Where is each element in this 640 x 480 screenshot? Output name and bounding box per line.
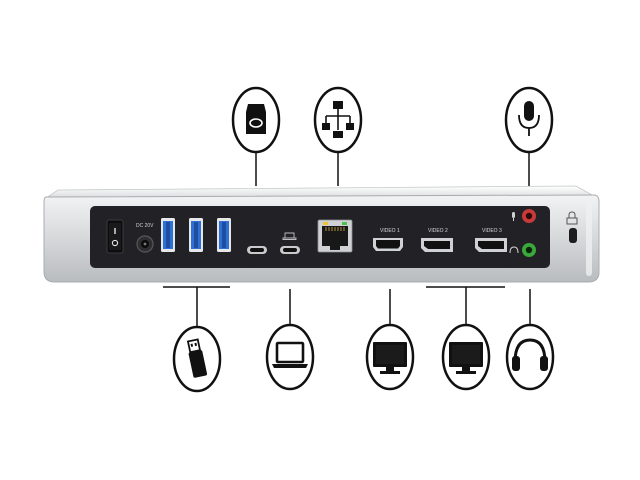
video-port-2[interactable]: VIDEO 2 [421,228,453,252]
usb-c-port [247,246,267,254]
monitor-icon [373,342,407,374]
callout-monitor-1 [365,323,415,391]
ethernet-port[interactable] [317,219,353,253]
dc-power-jack[interactable]: DC 20V [136,223,154,253]
network-icon [322,101,354,138]
callout-laptop [265,323,315,391]
callout-usb-flash-drive [172,325,222,393]
power-switch[interactable] [106,219,124,254]
usb-flash-drive-icon [186,338,208,378]
laptop-icon [272,341,308,368]
docking-station: DC 20V [43,185,600,283]
usb3-port [161,218,175,252]
video-2-label: VIDEO 2 [428,228,448,234]
security-lock-slot[interactable] [566,211,578,243]
callout-monitor-2 [441,323,491,391]
video-port-1[interactable]: VIDEO 1 [373,228,403,251]
callout-microphone [504,86,554,154]
storage-drive-icon [246,104,266,134]
video-3-label: VIDEO 3 [482,228,502,234]
usb3-port [189,218,203,252]
headphone-symbol-icon [509,246,519,254]
usb-c-ports[interactable] [247,232,300,254]
usb-c-port [280,232,300,254]
mic-jack[interactable] [512,209,536,223]
callout-storage-drive [231,86,281,154]
mic-symbol-icon [512,212,515,221]
usb3-port [217,218,231,252]
dc-in-label: DC 20V [136,223,154,229]
callout-network [313,86,363,154]
laptop-symbol-icon [282,232,297,240]
headphones-icon [512,338,548,371]
video-port-3[interactable]: VIDEO 3 [475,228,507,252]
audio-out-jack[interactable] [509,243,536,257]
usb3-ports[interactable] [161,218,231,252]
lock-icon [566,211,578,225]
leader-lines [163,152,531,326]
callout-headphones [505,323,555,391]
video-1-label: VIDEO 1 [380,228,400,234]
monitor-icon [449,342,483,374]
microphone-icon [518,101,540,136]
